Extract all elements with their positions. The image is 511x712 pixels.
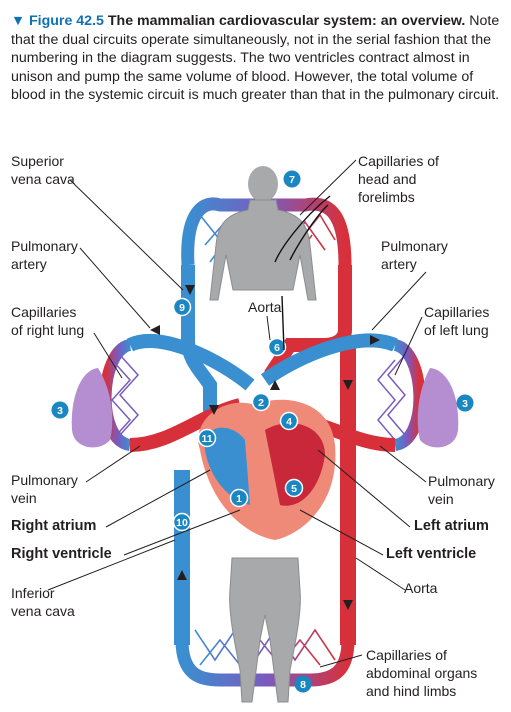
label-right-atrium: Right atrium (11, 518, 97, 534)
step-badge-11: 11 (197, 428, 217, 448)
figure-title: The mammalian cardiovascular system: an … (107, 13, 466, 29)
label-left-ventricle: Left ventricle (386, 546, 477, 562)
step-badges: 1 2 3 3 4 5 6 7 8 9 10 11 (51, 170, 474, 693)
svg-text:5: 5 (291, 483, 297, 495)
label-aorta-top: Aorta (248, 299, 282, 315)
svg-text:9: 9 (179, 302, 185, 314)
step-badge-9: 9 (172, 297, 192, 317)
label-aorta-bottom: Aorta (404, 580, 438, 596)
step-badge-1: 1 (229, 488, 249, 508)
step-badge-10: 10 (172, 512, 192, 532)
figure-caption: ▼ Figure 42.5 The mammalian cardiovascul… (11, 12, 506, 105)
capillaries-left-lung (377, 339, 426, 451)
step-badge-8: 8 (294, 675, 312, 693)
svg-text:7: 7 (289, 174, 295, 186)
svg-text:3: 3 (57, 405, 63, 417)
human-lower-body-icon (229, 557, 301, 703)
flow-arrows (150, 285, 380, 610)
handwritten-annotation (274, 195, 331, 351)
step-badge-5: 5 (284, 478, 304, 498)
label-right-ventricle: Right ventricle (11, 546, 112, 562)
svg-text:4: 4 (286, 416, 292, 428)
figure-number: ▼ Figure 42.5 (11, 13, 104, 29)
capillaries-abdominal-hindlimbs (175, 628, 355, 687)
step-badge-4: 4 (279, 411, 299, 431)
heart-icon (198, 399, 336, 540)
pulmonary-artery-right-vessel (260, 333, 398, 386)
svg-text:11: 11 (201, 433, 212, 445)
svg-text:6: 6 (274, 342, 280, 354)
step-badge-3-right: 3 (456, 394, 474, 412)
pulmonary-artery-left-vessel (126, 334, 255, 391)
svg-text:2: 2 (258, 397, 264, 409)
right-lung-icon (71, 368, 113, 448)
step-badge-6: 6 (267, 337, 287, 357)
human-upper-body-icon (209, 166, 317, 301)
svg-text:1: 1 (236, 493, 242, 505)
label-left-atrium: Left atrium (414, 518, 489, 534)
figure-body-text: Note that the dual circuits operate simu… (11, 13, 500, 104)
step-badge-7: 7 (283, 170, 301, 188)
leader-lines (47, 159, 427, 668)
superior-vena-cava-vessel (181, 265, 217, 430)
left-lung-icon (417, 368, 459, 448)
svg-text:3: 3 (462, 398, 468, 410)
step-badge-2: 2 (251, 392, 271, 412)
step-badge-3-left: 3 (51, 401, 69, 419)
svg-text:10: 10 (176, 517, 188, 529)
svg-text:8: 8 (300, 679, 306, 691)
